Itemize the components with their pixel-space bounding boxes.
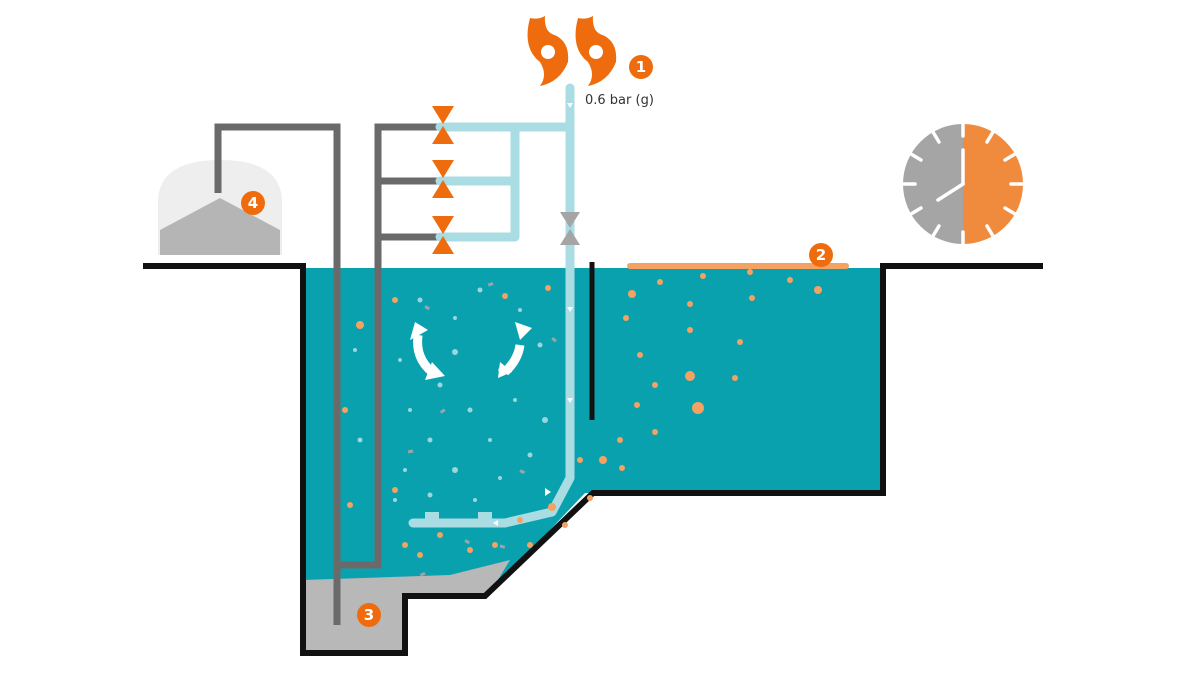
air-bubbles [353,287,548,502]
clock-icon [901,122,1025,246]
blower-icon [527,16,617,86]
sludge-layer [303,560,510,653]
solid-particles [342,269,822,558]
valve-icon [432,106,454,254]
diffuser [425,512,439,519]
sludge-flocs [407,282,557,577]
badge-4: 4 [241,191,265,215]
tank-outline [143,263,1043,656]
badge-3: 3 [357,603,381,627]
svg-text:3: 3 [364,606,374,624]
badge-1: 1 [629,55,653,79]
badge-2: 2 [809,243,833,267]
tank-icon [158,160,282,255]
valve-icon [560,212,580,245]
sludge-pipe-inner [337,123,440,569]
diffuser [478,512,492,519]
arrow-icon [410,322,532,380]
sludge-pipe-outer [214,123,341,625]
svg-text:2: 2 [816,246,826,264]
svg-text:1: 1 [636,58,646,76]
arrow-icon [493,103,573,526]
svg-text:4: 4 [248,194,258,212]
air-distribution-pipes [408,83,575,528]
pressure-label: 0.6 bar (g) [585,93,654,108]
